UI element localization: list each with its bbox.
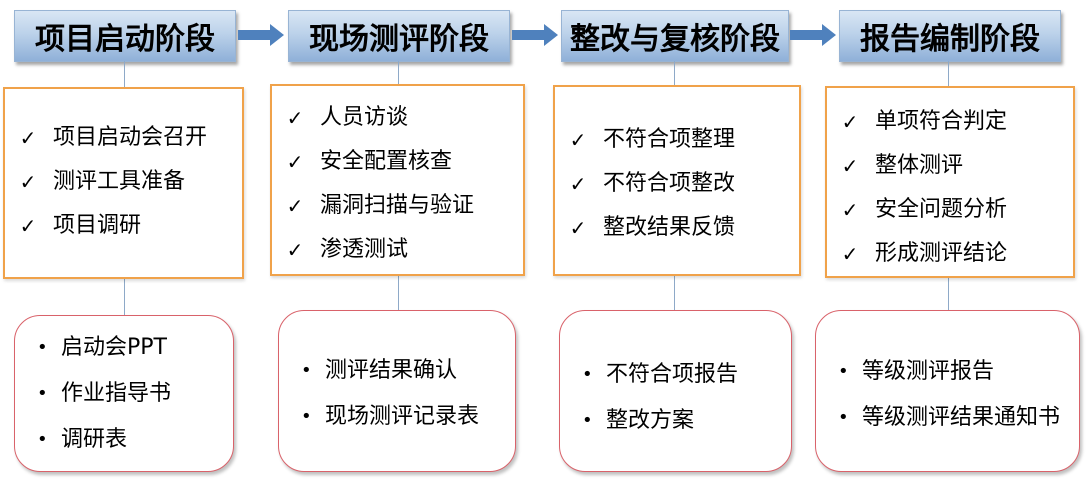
task-item: ✓ 单项符合判定: [839, 100, 1067, 144]
output-item: • 整改方案: [582, 398, 785, 444]
task-item: ✓ 项目启动会召开: [17, 116, 236, 160]
check-icon: ✓: [286, 106, 304, 130]
task-label: 不符合项整理: [603, 127, 736, 152]
output-item: • 启动会PPT: [37, 325, 227, 371]
connector-line: [398, 61, 399, 84]
task-item: ✓ 不符合项整改: [567, 162, 793, 206]
bullet-icon: •: [301, 360, 312, 381]
task-box-3: ✓ 不符合项整理 ✓ 不符合项整改 ✓ 整改结果反馈: [553, 85, 801, 276]
task-item: ✓ 人员访谈: [284, 96, 517, 140]
task-item: ✓ 渗透测试: [284, 228, 517, 272]
output-label: 作业指导书: [61, 381, 172, 406]
check-icon: ✓: [286, 238, 304, 262]
task-label: 整体测评: [875, 153, 964, 178]
task-label: 项目启动会召开: [53, 125, 208, 150]
output-box-4: • 等级测评报告 • 等级测评结果通知书: [815, 310, 1080, 472]
task-label: 安全配置核查: [320, 149, 453, 174]
output-label: 调研表: [61, 427, 128, 452]
stage-header-3: 整改与复核阶段: [561, 10, 789, 62]
flow-arrow-icon: [790, 24, 836, 46]
check-icon: ✓: [841, 198, 859, 222]
output-item: • 等级测评报告: [838, 349, 1073, 395]
stage-header-4: 报告编制阶段: [839, 10, 1061, 62]
check-icon: ✓: [841, 242, 859, 266]
output-label: 现场测评记录表: [325, 404, 480, 429]
output-item: • 现场测评记录表: [301, 394, 509, 440]
bullet-icon: •: [838, 407, 849, 428]
bullet-icon: •: [37, 429, 48, 450]
output-item: • 等级测评结果通知书: [838, 395, 1073, 441]
connector-line: [674, 276, 675, 310]
bullet-icon: •: [582, 410, 593, 431]
task-item: ✓ 测评工具准备: [17, 160, 236, 204]
task-box-2: ✓ 人员访谈 ✓ 安全配置核查 ✓ 漏洞扫描与验证 ✓ 渗透测试: [270, 84, 525, 276]
task-item: ✓ 安全配置核查: [284, 140, 517, 184]
output-item: • 测评结果确认: [301, 348, 509, 394]
flow-arrow-icon: [512, 24, 558, 46]
output-box-3: • 不符合项报告 • 整改方案: [559, 310, 792, 472]
output-label: 等级测评结果通知书: [862, 405, 1061, 430]
check-icon: ✓: [19, 214, 37, 238]
connector-line: [398, 276, 399, 310]
output-item: • 不符合项报告: [582, 352, 785, 398]
task-item: ✓ 漏洞扫描与验证: [284, 184, 517, 228]
connector-line: [124, 61, 125, 87]
connector-line: [948, 61, 949, 86]
task-item: ✓ 项目调研: [17, 204, 236, 248]
check-icon: ✓: [569, 172, 587, 196]
check-icon: ✓: [286, 194, 304, 218]
task-item: ✓ 安全问题分析: [839, 188, 1067, 232]
task-box-4: ✓ 单项符合判定 ✓ 整体测评 ✓ 安全问题分析 ✓ 形成测评结论: [825, 86, 1075, 278]
check-icon: ✓: [841, 110, 859, 134]
output-box-2: • 测评结果确认 • 现场测评记录表: [278, 310, 516, 472]
task-label: 渗透测试: [320, 237, 409, 262]
bullet-icon: •: [37, 383, 48, 404]
check-icon: ✓: [286, 150, 304, 174]
task-item: ✓ 不符合项整理: [567, 118, 793, 162]
check-icon: ✓: [569, 128, 587, 152]
task-label: 整改结果反馈: [603, 215, 736, 240]
task-label: 不符合项整改: [603, 171, 736, 196]
connector-line: [124, 279, 125, 315]
output-item: • 调研表: [37, 417, 227, 463]
output-label: 整改方案: [606, 408, 695, 433]
task-label: 形成测评结论: [875, 241, 1008, 266]
output-label: 等级测评报告: [862, 359, 995, 384]
task-label: 安全问题分析: [875, 197, 1008, 222]
output-label: 启动会PPT: [61, 335, 167, 360]
task-item: ✓ 整改结果反馈: [567, 206, 793, 250]
bullet-icon: •: [301, 406, 312, 427]
bullet-icon: •: [582, 364, 593, 385]
stage-header-2: 现场测评阶段: [288, 10, 510, 62]
check-icon: ✓: [841, 154, 859, 178]
check-icon: ✓: [19, 126, 37, 150]
task-label: 漏洞扫描与验证: [320, 193, 475, 218]
output-item: • 作业指导书: [37, 371, 227, 417]
output-label: 测评结果确认: [325, 358, 458, 383]
task-label: 测评工具准备: [53, 169, 186, 194]
check-icon: ✓: [569, 216, 587, 240]
task-label: 人员访谈: [320, 105, 409, 130]
output-box-1: • 启动会PPT • 作业指导书 • 调研表: [14, 315, 234, 472]
connector-line: [674, 61, 675, 85]
task-item: ✓ 形成测评结论: [839, 232, 1067, 276]
stage-header-1: 项目启动阶段: [14, 10, 236, 62]
flow-arrow-icon: [238, 24, 284, 46]
task-label: 项目调研: [53, 213, 142, 238]
check-icon: ✓: [19, 170, 37, 194]
bullet-icon: •: [838, 361, 849, 382]
bullet-icon: •: [37, 337, 48, 358]
task-item: ✓ 整体测评: [839, 144, 1067, 188]
task-label: 单项符合判定: [875, 109, 1008, 134]
output-label: 不符合项报告: [606, 362, 739, 387]
connector-line: [948, 278, 949, 310]
task-box-1: ✓ 项目启动会召开 ✓ 测评工具准备 ✓ 项目调研: [3, 87, 244, 279]
